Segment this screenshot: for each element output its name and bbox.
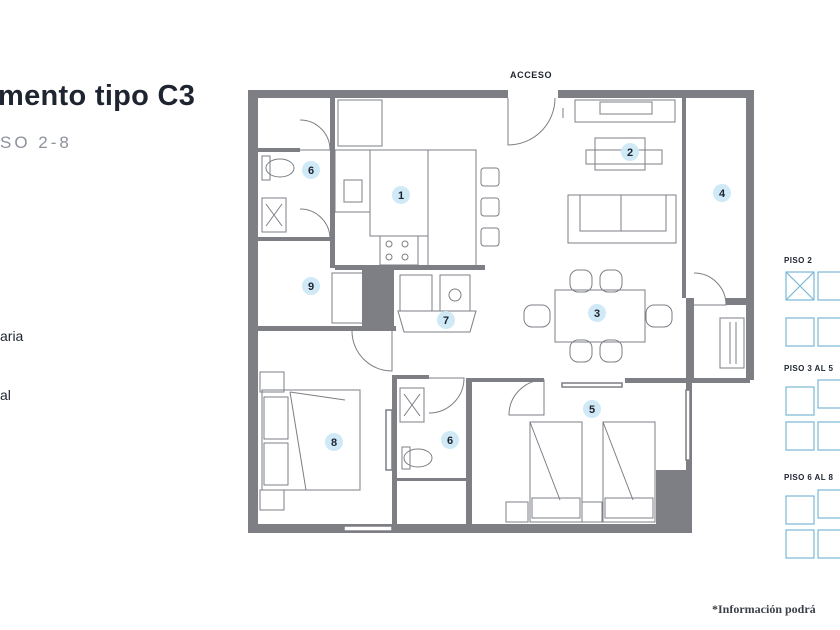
interior-walls [258, 98, 754, 527]
kitchen-furniture [334, 99, 500, 267]
bathroom-fixtures [261, 155, 433, 470]
page-title: mento tipo C3 [0, 80, 196, 112]
room-marker-9: 9 [302, 277, 320, 295]
room-number: 5 [589, 404, 595, 416]
room-number: 9 [308, 281, 314, 293]
bedroom-5-furniture [505, 421, 656, 523]
room-number: 4 [719, 188, 726, 200]
room-number: 6 [447, 435, 453, 447]
dining-furniture [523, 269, 673, 363]
room-marker-6b: 6 [441, 431, 459, 449]
floor-label-piso-2: PISO 2 [784, 256, 813, 265]
room-number: 2 [627, 147, 633, 159]
room-markers: 1 2 3 4 5 6 6 7 8 9 [302, 143, 731, 451]
exterior-walls [248, 90, 754, 533]
room-marker-3: 3 [588, 304, 606, 322]
key-plan-piso-6-8 [785, 489, 840, 559]
floor-label-piso-3-5: PISO 3 AL 5 [784, 364, 834, 373]
legend-item: aria [0, 328, 24, 344]
floor-label-piso-6-8: PISO 6 AL 8 [784, 473, 834, 482]
laundry-furniture [397, 274, 477, 333]
room-marker-6: 6 [302, 161, 320, 179]
room-number: 7 [443, 315, 449, 327]
floor-key-plans [785, 271, 840, 559]
floor-range-subtitle: SO 2-8 [0, 133, 72, 152]
balcony-furniture [719, 317, 745, 369]
room-number: 6 [308, 165, 314, 177]
living-furniture [562, 99, 677, 244]
room-marker-4: 4 [713, 184, 731, 202]
utility-furniture [331, 272, 365, 324]
legend-item: al [0, 387, 11, 403]
room-number: 8 [331, 437, 337, 449]
windows [343, 382, 691, 532]
access-label: ACCESO [510, 70, 553, 80]
footnote: *Información podrá [712, 602, 816, 616]
door-swings [299, 97, 727, 416]
room-marker-1: 1 [392, 186, 410, 204]
room-number: 3 [594, 308, 600, 320]
room-marker-7: 7 [437, 311, 455, 329]
room-marker-2: 2 [621, 143, 639, 161]
room-marker-5: 5 [583, 400, 601, 418]
room-marker-8: 8 [325, 433, 343, 451]
key-plan-piso-3-5 [785, 379, 840, 451]
key-plan-piso-2 [785, 271, 840, 347]
bedroom-8-furniture [259, 371, 361, 511]
room-number: 1 [398, 190, 404, 202]
